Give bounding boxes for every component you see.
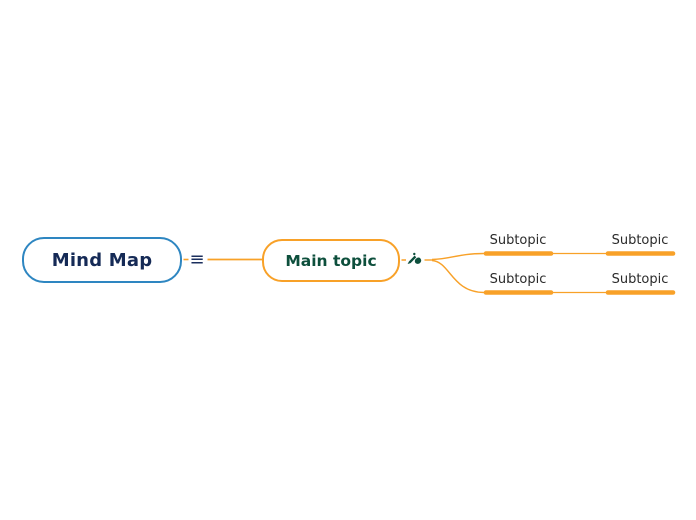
subtopic-node[interactable]: Subtopic <box>611 233 669 248</box>
root-node-label: Mind Map <box>51 249 153 271</box>
branch-curve-top <box>431 252 485 261</box>
root-node[interactable]: Mind Map <box>22 237 182 283</box>
main-topic-label: Main topic <box>285 251 377 270</box>
main-topic-node[interactable]: Main topic <box>262 239 400 282</box>
menu-icon[interactable]: ≡ <box>189 249 205 270</box>
subtopic-node[interactable]: Subtopic <box>489 233 547 248</box>
subtopic-node[interactable]: Subtopic <box>489 272 547 287</box>
writing-hand-icon[interactable] <box>406 251 423 267</box>
subtopic-node[interactable]: Subtopic <box>611 272 669 287</box>
branch-curve-bottom <box>431 259 485 294</box>
